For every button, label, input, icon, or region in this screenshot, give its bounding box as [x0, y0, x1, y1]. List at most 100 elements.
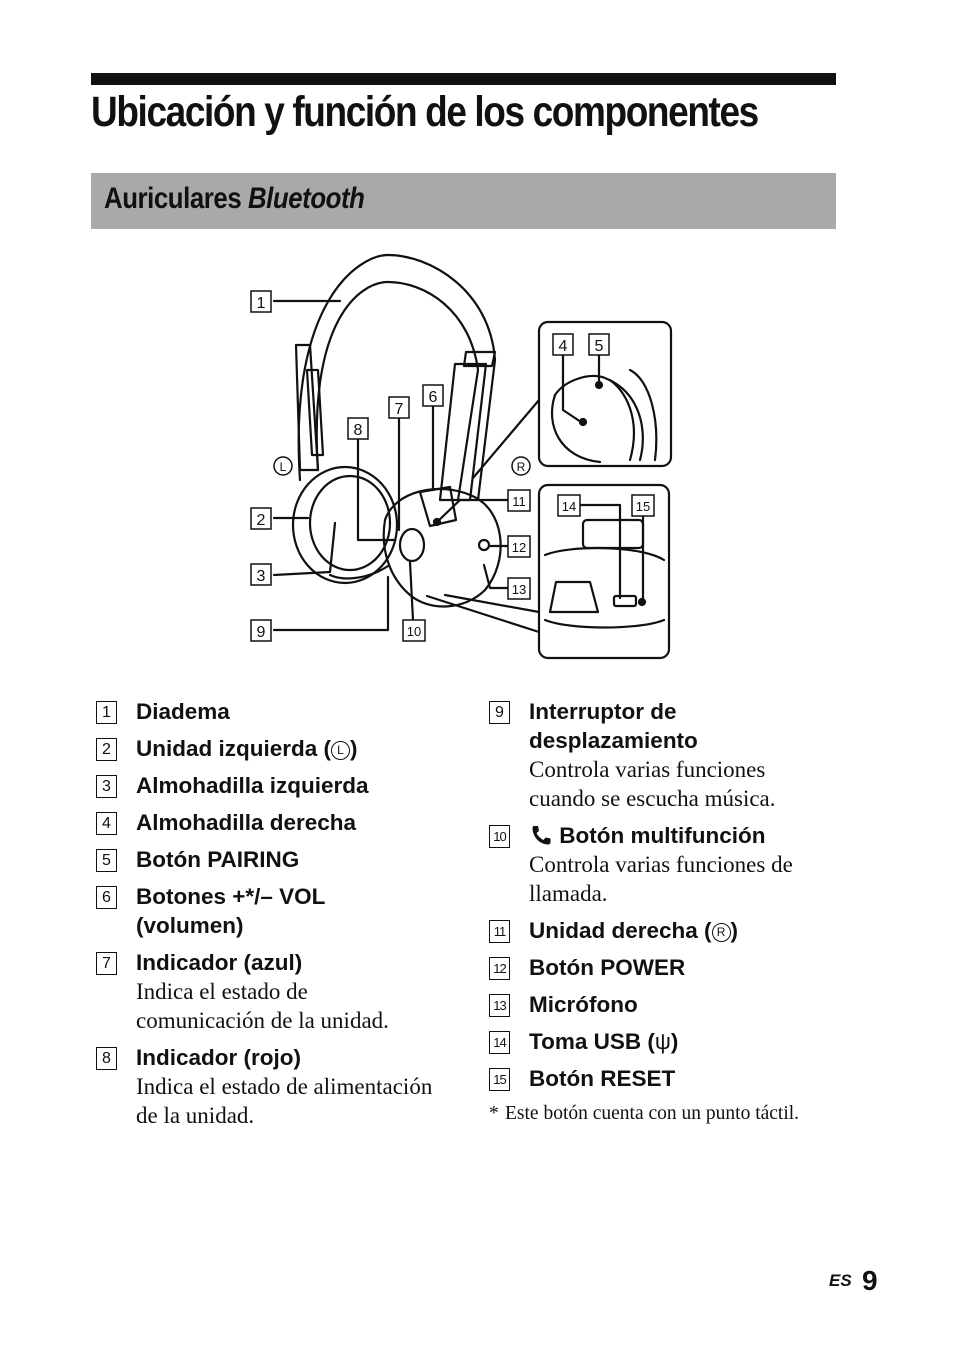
- usb-icon: ψ: [654, 1029, 671, 1054]
- callout-5: 5: [588, 333, 610, 356]
- title-rule: [91, 73, 836, 85]
- svg-text:R: R: [517, 460, 526, 474]
- list-item: 7 Indicador (azul) Indica el estado de c…: [96, 948, 456, 1035]
- inset-usb-cover: [548, 580, 600, 614]
- svg-text:3: 3: [257, 568, 266, 585]
- list-item: 8 Indicador (rojo) Indica el estado de a…: [96, 1043, 456, 1130]
- inset-bottom-block: [581, 518, 645, 550]
- leader-9: [272, 575, 390, 632]
- item-number: 13: [489, 994, 510, 1017]
- parts-list-right: 9 Interruptor de desplazamiento Controla…: [489, 697, 849, 1127]
- left-pad-edge: [328, 564, 390, 580]
- item-description: Indica el estado de comunicación de la u…: [136, 979, 389, 1033]
- list-item: 4 Almohadilla derecha: [96, 808, 456, 837]
- item-number: 7: [96, 952, 117, 975]
- list-item: 9 Interruptor de desplazamiento Controla…: [489, 697, 849, 813]
- item-name: Botón POWER: [529, 955, 686, 980]
- left-slider-window: [305, 368, 325, 457]
- list-item: 10 Botón multifunción Controla varias fu…: [489, 821, 849, 908]
- footnote: * Este botón cuenta con un punto táctil.: [489, 1101, 825, 1127]
- item-name: Botón PAIRING: [136, 847, 300, 872]
- leader-13: [482, 563, 510, 590]
- callout-11: 11: [507, 489, 531, 512]
- inset-top-pad: [550, 393, 602, 464]
- leader-4: [561, 353, 583, 424]
- inset-top: [537, 320, 673, 468]
- headphones-illustration: 1 2 3 4 5 6 7 8 9 10 11 12 13 14 15 L R: [250, 253, 673, 660]
- callout-10: 10: [402, 619, 426, 642]
- item-number: 12: [489, 957, 510, 980]
- callout-1: 1: [250, 290, 272, 313]
- item-number: 2: [96, 738, 117, 761]
- svg-text:13: 13: [512, 582, 526, 597]
- callout-12: 12: [507, 535, 531, 558]
- item-name: Botón RESET: [529, 1066, 676, 1091]
- list-item: 6 Botones +*/– VOL (volumen): [96, 882, 456, 940]
- svg-text:2: 2: [257, 512, 266, 529]
- item-name: Toma USB (ψ): [529, 1029, 679, 1054]
- callout-8: 8: [347, 417, 369, 440]
- item-number: 14: [489, 1031, 510, 1054]
- svg-text:6: 6: [429, 389, 438, 406]
- svg-text:15: 15: [636, 499, 650, 514]
- item-name: Interruptor de desplazamiento: [529, 699, 698, 753]
- svg-text:L: L: [280, 460, 287, 474]
- svg-text:1: 1: [257, 295, 266, 312]
- callout-3: 3: [250, 563, 272, 586]
- item-name: Botón multifunción: [529, 821, 849, 850]
- item-number: 15: [489, 1068, 510, 1091]
- list-item: 13 Micrófono: [489, 990, 849, 1019]
- list-item: 14 Toma USB (ψ): [489, 1027, 849, 1056]
- item-name: Almohadilla izquierda: [136, 773, 369, 798]
- left-slider: [294, 343, 320, 472]
- callout-2: 2: [250, 507, 272, 530]
- item-number: 9: [489, 701, 510, 724]
- svg-text:5: 5: [595, 338, 604, 355]
- leader-3: [272, 521, 337, 577]
- item-name: Botones +*/– VOL (volumen): [136, 884, 326, 938]
- section-title: Auriculares Bluetooth: [104, 182, 365, 216]
- item-description: Indica el estado de alimentación de la u…: [136, 1074, 433, 1128]
- item-number: 8: [96, 1047, 117, 1070]
- item-number: 3: [96, 775, 117, 798]
- parts-list-left: 1 Diadema 2 Unidad izquierda (L) 3 Almoh…: [96, 697, 456, 1138]
- side-right-mark: R: [511, 456, 531, 476]
- item-number: 5: [96, 849, 117, 872]
- page-title: Ubicación y función de los componentes: [91, 88, 759, 136]
- section-label-italic: Bluetooth: [247, 182, 365, 215]
- item-description: Controla varias funciones cuando se escu…: [529, 757, 776, 811]
- svg-text:12: 12: [512, 540, 526, 555]
- footnote-mark: *: [489, 1103, 499, 1124]
- item-name: Unidad derecha (R): [529, 918, 739, 943]
- callout-4: 4: [552, 333, 574, 356]
- svg-text:7: 7: [395, 401, 404, 418]
- headband-inner: [315, 280, 480, 502]
- item-number: 6: [96, 886, 117, 909]
- power-button: [477, 538, 491, 552]
- item-name: Almohadilla derecha: [136, 810, 357, 835]
- section-label: Auriculares: [104, 182, 242, 215]
- footnote-text: Este botón cuenta con un punto táctil.: [505, 1103, 800, 1124]
- inset-bottom-curve: [543, 546, 666, 562]
- item-name: Diadema: [136, 699, 230, 724]
- page-number: 9: [862, 1265, 878, 1296]
- list-item: 12 Botón POWER: [489, 953, 849, 982]
- leader-14: [578, 503, 622, 600]
- item-name: Micrófono: [529, 992, 638, 1017]
- callout-7: 7: [388, 396, 410, 419]
- right-mark-icon: R: [711, 923, 731, 942]
- list-item: 3 Almohadilla izquierda: [96, 771, 456, 800]
- leader-11: [435, 498, 510, 524]
- list-item: 11 Unidad derecha (R): [489, 916, 849, 945]
- side-left-mark: L: [273, 456, 293, 476]
- inset-top-arm: [628, 368, 658, 462]
- list-item: 15 Botón RESET: [489, 1064, 849, 1093]
- inset-top-edge: [608, 378, 635, 462]
- callout-13: 13: [507, 577, 531, 600]
- item-number: 11: [489, 920, 510, 943]
- inset-bottom: [537, 483, 671, 660]
- list-item: 5 Botón PAIRING: [96, 845, 456, 874]
- item-number: 10: [489, 825, 510, 848]
- headband-outer: [297, 253, 497, 502]
- page-language: ES: [829, 1271, 852, 1290]
